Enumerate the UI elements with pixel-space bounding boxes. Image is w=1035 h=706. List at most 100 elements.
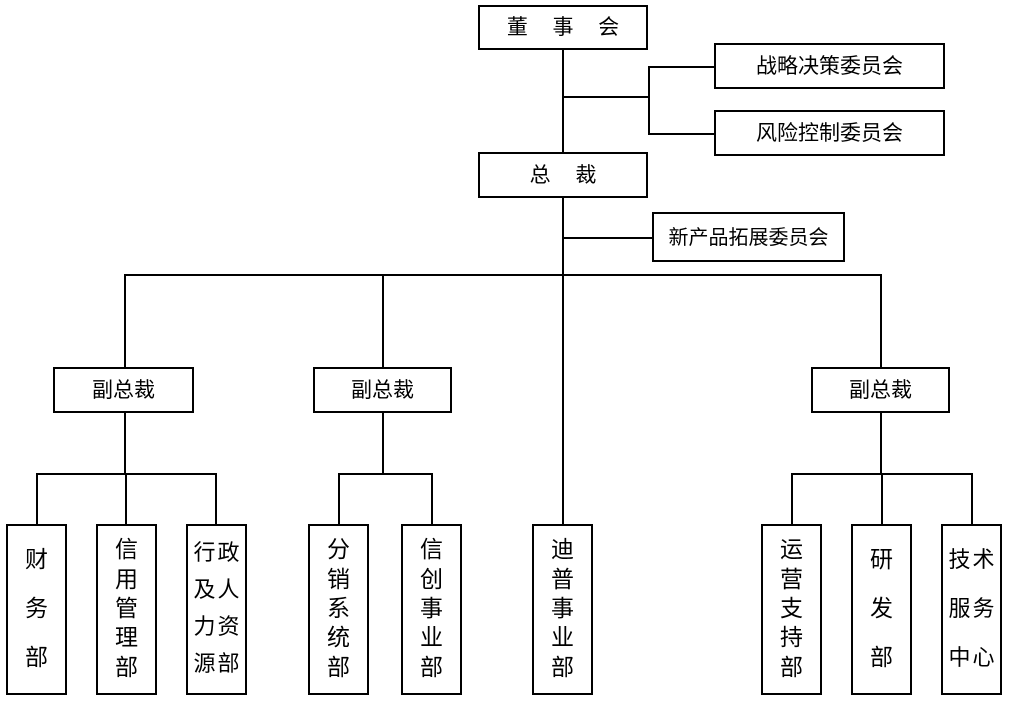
label-char: 普 (551, 566, 574, 593)
node-admin-hr-department[interactable]: 行政及人力资源部 (186, 524, 247, 695)
label-char: 政 (217, 541, 240, 567)
label-char: 人 (217, 578, 240, 604)
label-char: 迪 (551, 537, 574, 564)
label-row: 部 (534, 654, 591, 681)
connector-to-strategy-committee (648, 66, 714, 68)
node-risk-control-committee-label: 风险控制委员会 (756, 120, 903, 145)
admin-hr-department-label: 行政及人力资源部 (188, 536, 245, 683)
connector-to-newproduct-committee (562, 237, 652, 239)
label-char: 务 (25, 596, 48, 622)
label-row: 销 (310, 566, 367, 593)
connector-board-to-committee-bus (562, 96, 650, 98)
node-operations-support-department[interactable]: 运营支持部 (761, 524, 822, 695)
label-char: 信 (115, 537, 138, 564)
label-row: 信 (98, 539, 155, 562)
label-char: 业 (420, 625, 443, 652)
label-row: 部 (853, 647, 910, 670)
label-char: 事 (420, 595, 443, 622)
label-char: 部 (115, 654, 138, 681)
rnd-department-label: 研发部 (853, 536, 910, 683)
label-row: 服务 (943, 598, 1000, 621)
node-new-product-committee-label: 新产品拓展委员会 (668, 224, 829, 249)
label-row: 迪 (534, 539, 591, 562)
node-vice-president-right[interactable]: 副总裁 (811, 367, 950, 413)
label-row: 用 (98, 568, 155, 592)
node-strategy-decision-committee-label: 战略决策委员会 (756, 53, 903, 78)
node-strategy-decision-committee[interactable]: 战略决策委员会 (714, 43, 945, 89)
label-char: 事 (551, 595, 574, 622)
label-row: 财 (8, 549, 65, 572)
node-vice-president-middle[interactable]: 副总裁 (313, 367, 452, 413)
label-row: 创 (403, 566, 460, 593)
dipu-business-department-label: 迪普事业部 (534, 536, 591, 683)
label-char: 部 (217, 651, 240, 677)
label-row: 分 (310, 539, 367, 562)
connector-right-dept-3 (971, 473, 973, 524)
label-char: 营 (780, 566, 803, 593)
connector-bus-to-vp-left (124, 274, 126, 367)
xinchuang-business-department-label: 信创事业部 (403, 536, 460, 683)
node-dipu-business-department[interactable]: 迪普事业部 (532, 524, 593, 695)
label-char: 部 (327, 654, 350, 681)
label-char: 研 (870, 547, 893, 573)
label-char: 及 (193, 578, 216, 604)
node-finance-department[interactable]: 财务部 (6, 524, 67, 695)
label-row: 运 (763, 539, 820, 562)
label-char: 心 (972, 645, 995, 671)
label-row: 统 (310, 627, 367, 650)
label-char: 部 (420, 654, 443, 681)
label-row: 部 (763, 654, 820, 681)
node-president[interactable]: 总 裁 (478, 152, 648, 198)
label-row: 业 (403, 627, 460, 650)
finance-department-label: 财务部 (8, 536, 65, 683)
label-char: 源 (193, 651, 216, 677)
node-risk-control-committee[interactable]: 风险控制委员会 (714, 110, 945, 156)
label-row: 及人 (188, 580, 245, 602)
node-board-of-directors[interactable]: 董 事 会 (478, 5, 648, 50)
label-row: 理 (98, 627, 155, 650)
label-char: 创 (420, 566, 443, 593)
label-char: 发 (870, 596, 893, 622)
connector-vp-middle-stem (382, 413, 384, 473)
connector-to-risk-committee (648, 133, 714, 135)
connector-vp-left-stem (124, 413, 126, 473)
label-row: 持 (763, 627, 820, 650)
node-distribution-system-department[interactable]: 分销系统部 (308, 524, 369, 695)
label-char: 部 (780, 654, 803, 681)
node-vice-president-left[interactable]: 副总裁 (53, 367, 194, 413)
label-char: 中 (948, 645, 971, 671)
connector-middle-dept-2 (431, 473, 433, 524)
label-row: 系 (310, 597, 367, 621)
label-row: 力资 (188, 614, 245, 640)
connector-vp-right-stem (880, 413, 882, 473)
label-char: 销 (327, 566, 350, 593)
label-row: 研 (853, 549, 910, 572)
label-row: 普 (534, 566, 591, 593)
label-row: 行政 (188, 543, 245, 565)
label-row: 务 (8, 598, 65, 621)
label-char: 力 (193, 614, 216, 640)
label-char: 持 (780, 625, 803, 652)
label-row: 技术 (943, 549, 1000, 572)
label-char: 资 (217, 614, 240, 640)
label-row: 部 (98, 654, 155, 681)
label-char: 理 (115, 625, 138, 652)
credit-management-department-label: 信用管理部 (98, 536, 155, 683)
label-row: 管 (98, 597, 155, 621)
label-char: 支 (780, 595, 803, 622)
label-row: 部 (8, 647, 65, 670)
label-row: 部 (403, 654, 460, 681)
node-credit-management-department[interactable]: 信用管理部 (96, 524, 157, 695)
connector-right-dept-2 (881, 473, 883, 524)
label-row: 信 (403, 539, 460, 562)
connector-right-dept-1 (791, 473, 793, 524)
node-xinchuang-business-department[interactable]: 信创事业部 (401, 524, 462, 695)
node-rnd-department[interactable]: 研发部 (851, 524, 912, 695)
node-vice-president-left-label: 副总裁 (92, 377, 155, 402)
label-char: 分 (327, 537, 350, 564)
node-technical-service-center[interactable]: 技术服务中心 (941, 524, 1002, 695)
label-char: 部 (551, 654, 574, 681)
node-new-product-committee[interactable]: 新产品拓展委员会 (652, 212, 845, 262)
operations-support-department-label: 运营支持部 (763, 536, 820, 683)
connector-president-trunk (562, 198, 564, 524)
